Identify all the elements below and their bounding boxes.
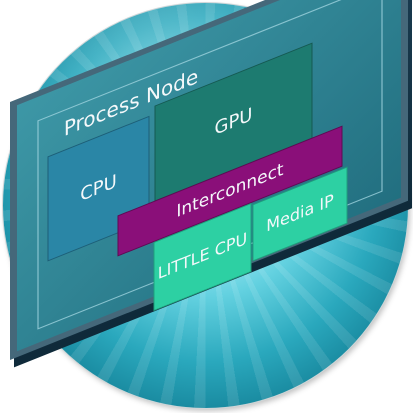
media-ip-block: [252, 166, 348, 262]
interconnect-bar: [117, 125, 343, 257]
little-cpu-block: [153, 202, 252, 312]
